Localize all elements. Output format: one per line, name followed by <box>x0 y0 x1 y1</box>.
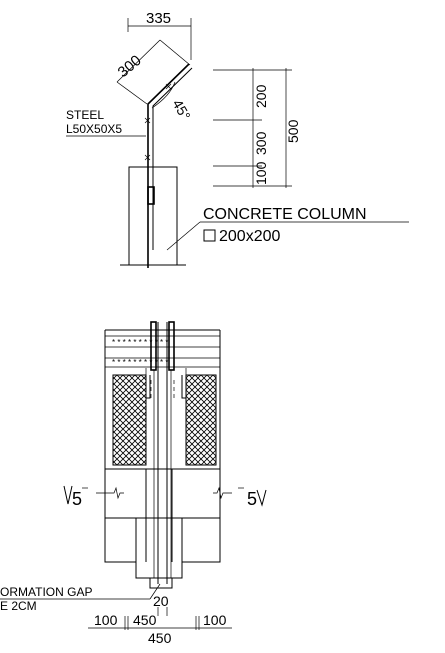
dim-20-label: 20 <box>153 593 169 609</box>
dim-450-a-label: 450 <box>133 612 157 628</box>
break-marks <box>96 486 232 500</box>
dim-500-label: 500 <box>285 119 301 143</box>
concrete-column-label: CONCRETE COLUMN <box>203 206 367 223</box>
dim-arm-300: 300 <box>115 39 191 105</box>
dim-450-b-label: 450 <box>148 630 172 646</box>
angle-45-label: 45° <box>169 97 193 123</box>
dim-200-label: 200 <box>253 84 269 108</box>
dim-335-label: 335 <box>146 10 171 27</box>
dim-arm-300-label: 300 <box>115 52 145 81</box>
steel-label-line1: STEEL <box>66 108 104 122</box>
rebar-marks: * * * * * * * * * * * <box>112 358 168 367</box>
section-marker-left-label: 5 <box>72 489 82 509</box>
steel-posts <box>149 321 175 589</box>
bottom-dimensions: 20 100 450 100 450 <box>88 593 232 646</box>
section-detail: * * * * * * * * * * * * * * * * * * * * … <box>0 321 267 646</box>
section-marker-right: 5 <box>238 487 267 509</box>
steel-angle-post: 45° <box>144 63 194 268</box>
deformation-gap-callout: ORMATION GAP E 2CM <box>0 583 161 613</box>
dim-335: 335 <box>127 10 192 60</box>
dim-100-left-label: 100 <box>94 612 118 628</box>
dim-100-right-label: 100 <box>203 612 227 628</box>
rebar-rows: * * * * * * * * * * * * * * * * * * * * … <box>105 335 220 368</box>
inner-walls <box>145 368 187 465</box>
dim-300-label: 300 <box>253 131 269 155</box>
steel-label-line2: L50X50X5 <box>66 122 122 136</box>
concrete-column: CONCRETE COLUMN 200x200 <box>120 166 409 266</box>
square-section-icon <box>203 229 216 242</box>
gap-label-line2: E 2CM <box>0 599 37 613</box>
hatched-block-left <box>112 374 147 466</box>
column-size-label: 200x200 <box>219 228 280 245</box>
hatched-block-right <box>185 374 217 466</box>
steel-callout: STEEL L50X50X5 <box>66 108 146 137</box>
section-marker-right-label: 5 <box>247 489 257 509</box>
top-detail: 335 300 45° STEEL L50X50X5 <box>66 10 409 268</box>
gap-label-line1: ORMATION GAP <box>0 585 92 599</box>
rebar-marks: * * * * * * * * * * * <box>112 338 168 347</box>
vertical-dimensions: 200 300 100 500 <box>213 68 301 188</box>
section-marker-left: 5 <box>63 485 88 509</box>
dim-100-label: 100 <box>253 161 269 185</box>
